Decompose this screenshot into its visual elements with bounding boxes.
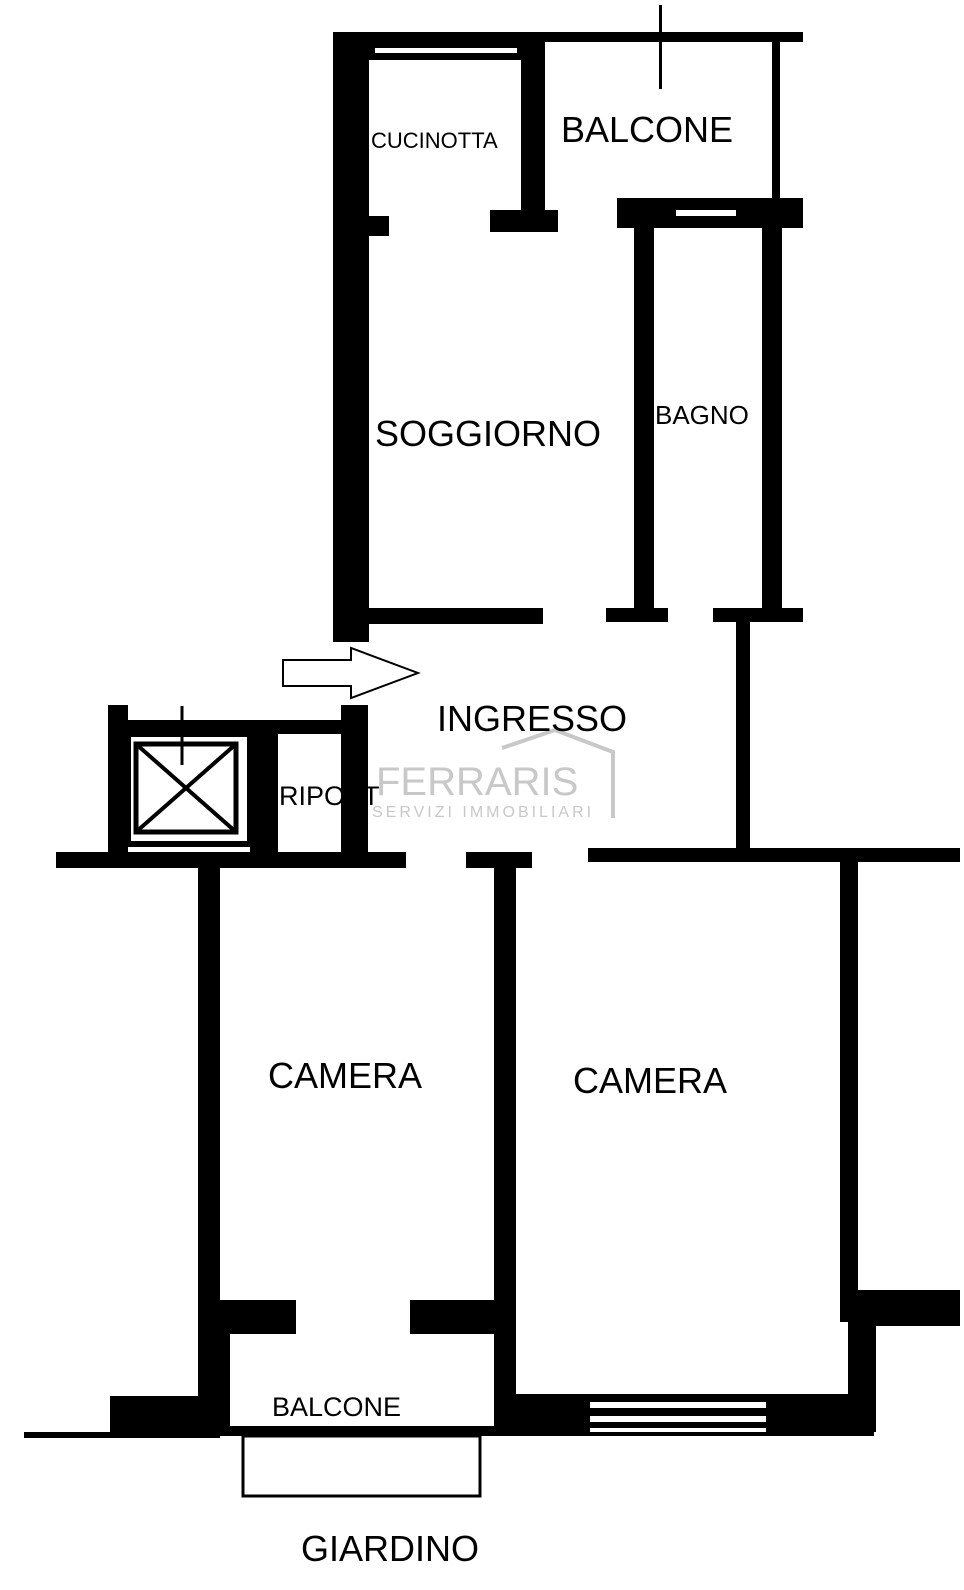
watermark: FERRARIS SERVIZI IMMOBILIARI (372, 727, 615, 821)
elevator-shaft-icon (125, 706, 253, 847)
label-ingresso: INGRESSO (437, 698, 627, 739)
label-camera-right: CAMERA (573, 1060, 727, 1101)
label-giardino: GIARDINO (301, 1528, 479, 1569)
label-cucinotta: CUCINOTTA (371, 128, 498, 153)
label-balcone-top: BALCONE (561, 109, 733, 150)
upper-walls (333, 5, 803, 854)
watermark-brand: FERRARIS (376, 760, 578, 804)
room-labels: CUCINOTTA BALCONE SOGGIORNO BAGNO INGRES… (268, 109, 749, 1569)
lower-walls (24, 862, 960, 1498)
label-bagno: BAGNO (655, 400, 749, 430)
label-balcone-bottom: BALCONE (272, 1392, 401, 1422)
label-ripost: RIPOST (279, 781, 380, 811)
entry-arrow-icon (282, 646, 421, 700)
label-soggiorno: SOGGIORNO (375, 413, 601, 454)
middle-walls (56, 705, 960, 868)
label-camera-left: CAMERA (268, 1055, 422, 1096)
watermark-tagline: SERVIZI IMMOBILIARI (372, 804, 594, 821)
